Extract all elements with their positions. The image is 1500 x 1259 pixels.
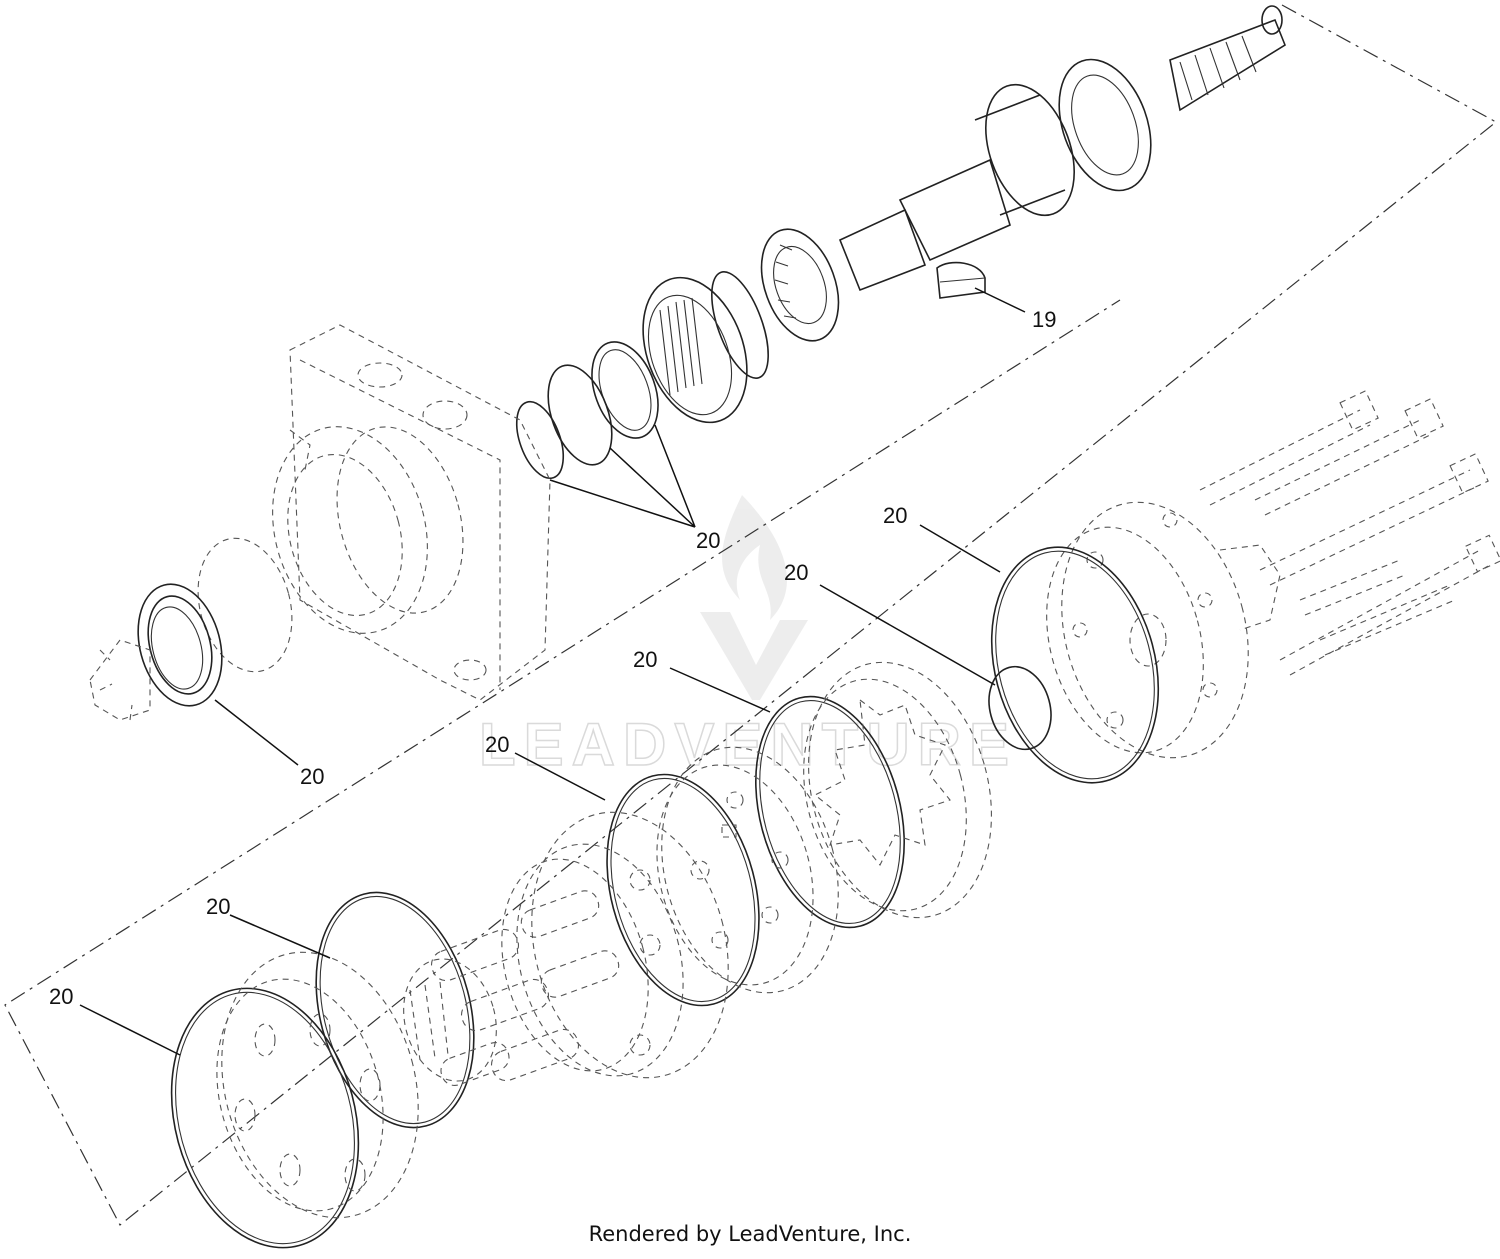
gerotor-set	[803, 661, 992, 919]
leader-line-20-gerotor-oring	[669, 667, 771, 713]
leader-line-20-front-oring	[79, 1004, 181, 1056]
woodruff-key	[936, 261, 986, 299]
leadventure-flame-logo	[722, 495, 787, 620]
watermark-text: LEADVENTURE	[479, 711, 1017, 778]
o-rings	[170, 546, 1160, 1249]
end-cap	[1046, 501, 1281, 759]
callout-20-valve-oring: 20	[485, 732, 509, 757]
valve-plate	[656, 746, 839, 994]
callout-20-front-oring: 20	[49, 984, 73, 1009]
leader-line-19	[974, 287, 1026, 313]
callout-20-end-oring: 20	[883, 503, 907, 528]
callout-20-inner-oring: 20	[206, 894, 230, 919]
needle-bearing	[642, 276, 748, 424]
rollers	[430, 890, 620, 1087]
leader-line-20-end-oring	[919, 524, 1001, 573]
cap-bolts	[1199, 390, 1500, 676]
callout-20-front-seal: 20	[300, 764, 324, 789]
inner-gear	[403, 958, 497, 1082]
callout-20-small-oring: 20	[784, 560, 808, 585]
leader-line-20-seals	[549, 424, 696, 528]
leadventure-v-logo	[700, 612, 808, 700]
front-bearing-assembly	[89, 537, 293, 721]
render-credit: Rendered by LeadVenture, Inc.	[588, 1222, 912, 1246]
leader-line-20-inner-oring	[229, 914, 331, 959]
drive-housing	[501, 811, 729, 1079]
leader-line-20-front-seal	[214, 699, 299, 766]
callout-20-seals: 20	[696, 528, 720, 553]
front-flange-plate	[216, 951, 419, 1219]
callouts: 19 20 20 20 20 20 20 20 20	[49, 307, 1056, 1009]
leader-line-20-valve-oring	[514, 752, 606, 801]
leader-line-20-small-oring	[819, 584, 996, 686]
motor-housing	[272, 324, 551, 701]
assembly-boundary-line	[4, 4, 1498, 1226]
callout-19: 19	[1032, 307, 1056, 332]
callout-20-gerotor-oring: 20	[633, 647, 657, 672]
output-shaft	[711, 5, 1286, 379]
seal-rings-group	[515, 341, 659, 480]
watermark: LEADVENTURE	[478, 495, 1017, 779]
leader-lines	[79, 287, 1026, 1056]
